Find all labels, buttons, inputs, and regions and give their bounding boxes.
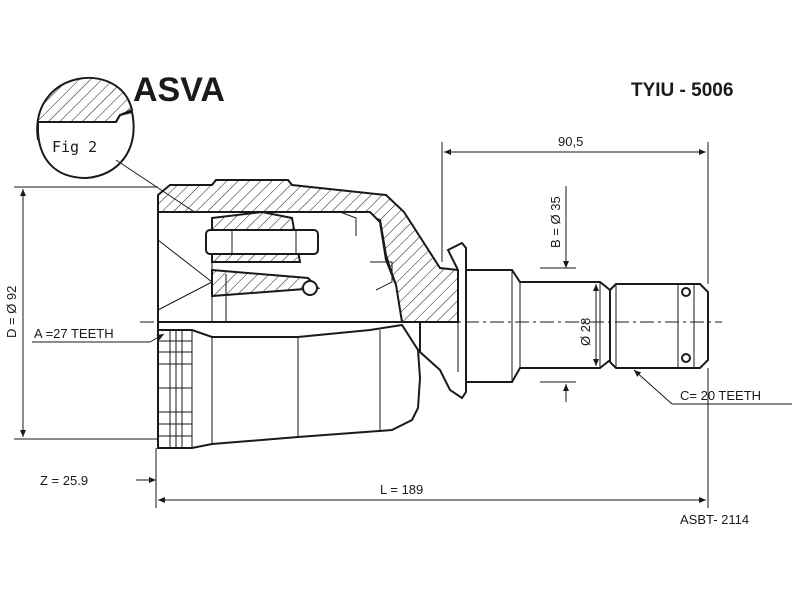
dim-z-label: Z = 25.9	[40, 473, 88, 488]
dim-b-diameter: B = Ø 35	[540, 186, 576, 402]
callout-c-teeth: C= 20 TEETH	[633, 369, 792, 405]
joint-housing	[157, 179, 459, 449]
brand-logo-text: ASVA	[133, 71, 225, 109]
dim-shaft-length-label: 90,5	[558, 134, 583, 149]
dim-b-diameter-label: B = Ø 35	[548, 196, 563, 248]
dim-total-length: L = 189	[158, 368, 709, 508]
catalog-code: ASBT- 2114	[680, 512, 749, 527]
joint-stem	[419, 241, 709, 400]
part-code: TYIU - 5006	[631, 80, 733, 101]
dim-total-length-label: L = 189	[380, 482, 423, 497]
fig-label: Fig 2	[52, 138, 97, 156]
callout-a-teeth-label: A =27 TEETH	[34, 326, 114, 341]
dim-d-diameter-label: D = Ø 92	[4, 286, 19, 338]
dim-d-diameter: D = Ø 92	[4, 186, 158, 440]
dim-z: Z = 25.9	[40, 448, 157, 508]
dim-stem-diameter-label: Ø 28	[578, 318, 593, 346]
dim-shaft-length: 90,5	[441, 134, 709, 284]
callout-a-teeth: A =27 TEETH	[32, 326, 165, 343]
callout-c-teeth-label: C= 20 TEETH	[680, 388, 761, 403]
dim-stem-diameter: Ø 28	[578, 284, 599, 366]
